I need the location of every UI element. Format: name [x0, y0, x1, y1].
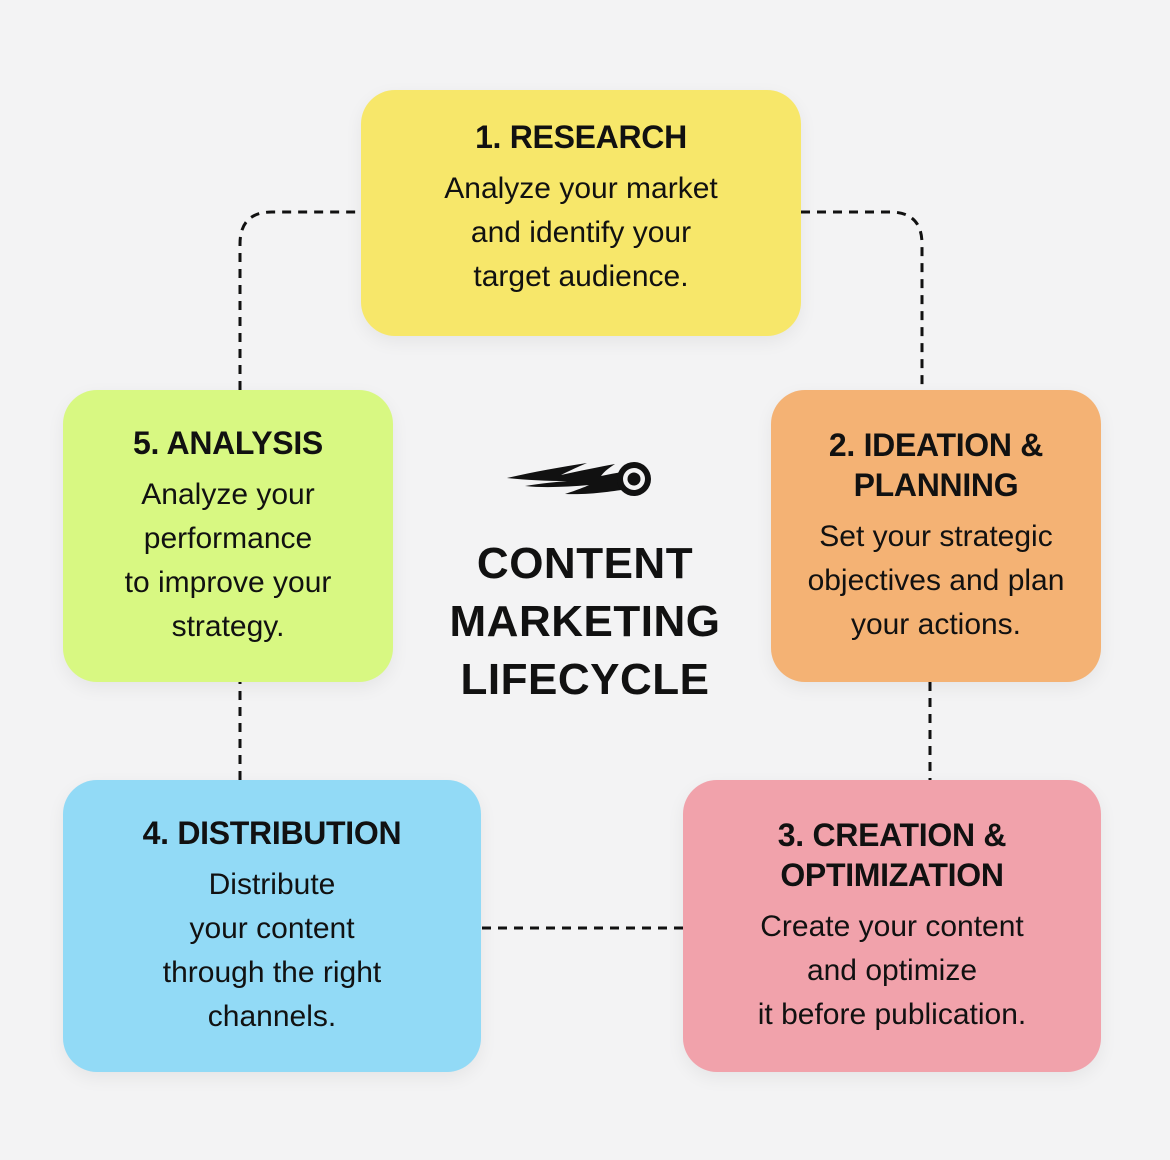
- stage-card-distribution: 4. DISTRIBUTION Distribute your content …: [63, 780, 481, 1072]
- connector-research-to-ideation: [801, 210, 924, 390]
- stage-description-research: Analyze your market and identify your ta…: [444, 172, 718, 293]
- stage-card-research: 1. RESEARCH Analyze your market and iden…: [361, 90, 801, 336]
- diagram-title: CONTENT MARKETING LIFECYCLE: [449, 539, 721, 704]
- connector-analysis-to-research: [238, 210, 361, 390]
- stage-card-creation: 3. CREATION & OPTIMIZATION Create your c…: [683, 780, 1101, 1072]
- stage-description-distribution: Distribute your content through the righ…: [162, 868, 382, 1033]
- stage-card-ideation: 2. IDEATION & PLANNING Set your strategi…: [771, 390, 1101, 682]
- stage-card-analysis: 5. ANALYSIS Analyze your performance to …: [63, 390, 393, 682]
- stage-title-distribution: 4. DISTRIBUTION: [142, 815, 402, 851]
- stage-description-creation: Create your content and optimize it befo…: [757, 910, 1027, 1031]
- stage-title-ideation: 2. IDEATION & PLANNING: [828, 427, 1044, 503]
- fireball-logo-icon: [507, 462, 651, 496]
- stage-description-analysis: Analyze your performance to improve your…: [124, 478, 332, 643]
- stage-title-creation: 3. CREATION & OPTIMIZATION: [777, 817, 1007, 893]
- stage-title-analysis: 5. ANALYSIS: [133, 425, 323, 461]
- stage-description-ideation: Set your strategic objectives and plan y…: [807, 520, 1065, 641]
- stage-title-research: 1. RESEARCH: [475, 119, 687, 155]
